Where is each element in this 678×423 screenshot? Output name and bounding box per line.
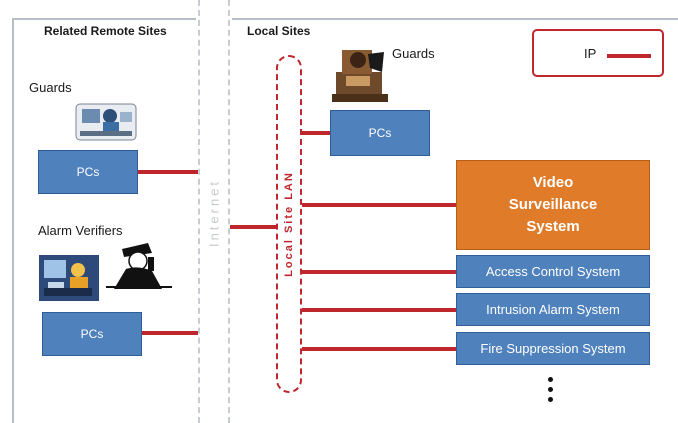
remote-panel-top-border: [12, 18, 196, 20]
internet-label: Internet: [206, 178, 222, 248]
alarm-verifiers-link: [142, 331, 198, 335]
access-control-link: [302, 270, 456, 274]
remote-guards-link: [138, 170, 198, 174]
remote-guards-pcs: PCs: [38, 150, 138, 194]
local-sites-heading: Local Sites: [247, 24, 311, 38]
local-site-lan: [276, 55, 302, 393]
alarm-verifiers-pcs: PCs: [42, 312, 142, 356]
guard-desk-clipart: [75, 103, 137, 141]
alarm-verifiers-label: Alarm Verifiers: [38, 223, 123, 238]
video-surveillance-link: [302, 203, 456, 207]
video-surveillance-system: Video Surveillance System: [456, 160, 650, 250]
legend-ip-line: [607, 54, 651, 58]
local-site-lan-label: Local Site LAN: [283, 171, 295, 277]
local-guards-label: Guards: [392, 46, 435, 61]
internet-lan-link: [230, 225, 276, 229]
legend: IP: [532, 29, 664, 77]
officer-phone-clipart: [106, 243, 172, 289]
intrusion-alarm-link: [302, 308, 456, 312]
local-panel-top-border: [232, 18, 678, 20]
local-guards-pcs: PCs: [330, 110, 430, 156]
remote-sites-heading: Related Remote Sites: [44, 24, 167, 38]
vertical-ellipsis-icon: [548, 377, 554, 407]
internet-band: [198, 0, 230, 423]
fire-suppression-system: Fire Suppression System: [456, 332, 650, 365]
remote-guards-label: Guards: [29, 80, 72, 95]
security-guard-clipart: [332, 50, 388, 102]
intrusion-alarm-system: Intrusion Alarm System: [456, 293, 650, 326]
access-control-system: Access Control System: [456, 255, 650, 288]
verifier-computer-clipart: [39, 255, 99, 301]
local-guards-link: [302, 131, 330, 135]
legend-ip-label: IP: [584, 46, 597, 61]
remote-panel-left-border: [12, 18, 14, 423]
fire-suppression-link: [302, 347, 456, 351]
